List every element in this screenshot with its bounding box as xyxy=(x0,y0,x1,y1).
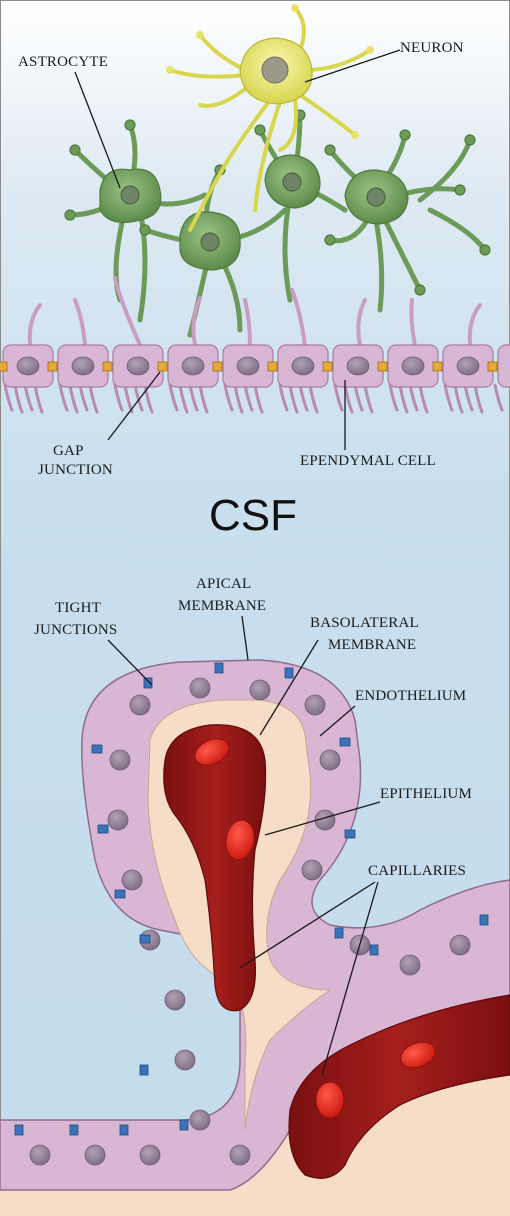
label-gap-junction-line1: GAP xyxy=(53,443,84,459)
neuron-group xyxy=(166,4,374,232)
choroid-plexus xyxy=(0,659,510,1216)
label-epithelium: EPITHELIUM xyxy=(380,786,472,802)
label-capillaries: CAPILLARIES xyxy=(368,863,466,879)
red-blood-cell-icon xyxy=(194,738,230,766)
label-endothelium: ENDOTHELIUM xyxy=(355,688,466,704)
label-basolateral-membrane-line1: BASOLATERAL xyxy=(310,615,419,631)
capillary-icon xyxy=(288,994,510,1179)
label-neuron: NEURON xyxy=(400,40,464,56)
red-blood-cell-icon xyxy=(315,1081,345,1119)
label-basolateral-membrane-line2: MEMBRANE xyxy=(328,637,416,653)
labels: ASTROCYTE NEURON GAP JUNCTION EPENDYMAL … xyxy=(18,40,472,1076)
ependymal-cell-icon xyxy=(497,344,510,388)
label-gap-junction-line2: JUNCTION xyxy=(38,462,113,478)
neuron-nucleus xyxy=(261,56,289,84)
label-csf: CSF xyxy=(209,491,297,540)
label-ependymal-cell: EPENDYMAL CELL xyxy=(300,453,436,469)
label-tight-junctions-line1: TIGHT xyxy=(55,600,101,616)
label-apical-membrane-line1: APICAL xyxy=(196,576,251,592)
red-blood-cell-icon xyxy=(400,1041,436,1069)
capillary-icon xyxy=(163,724,267,1012)
label-astrocyte: ASTROCYTE xyxy=(18,54,108,70)
red-blood-cell-icon xyxy=(225,819,255,861)
ependymal-layer xyxy=(0,276,510,414)
astrocyte-group xyxy=(64,109,491,338)
label-tight-junctions-line2: JUNCTIONS xyxy=(34,622,117,638)
label-apical-membrane-line2: MEMBRANE xyxy=(178,598,266,614)
